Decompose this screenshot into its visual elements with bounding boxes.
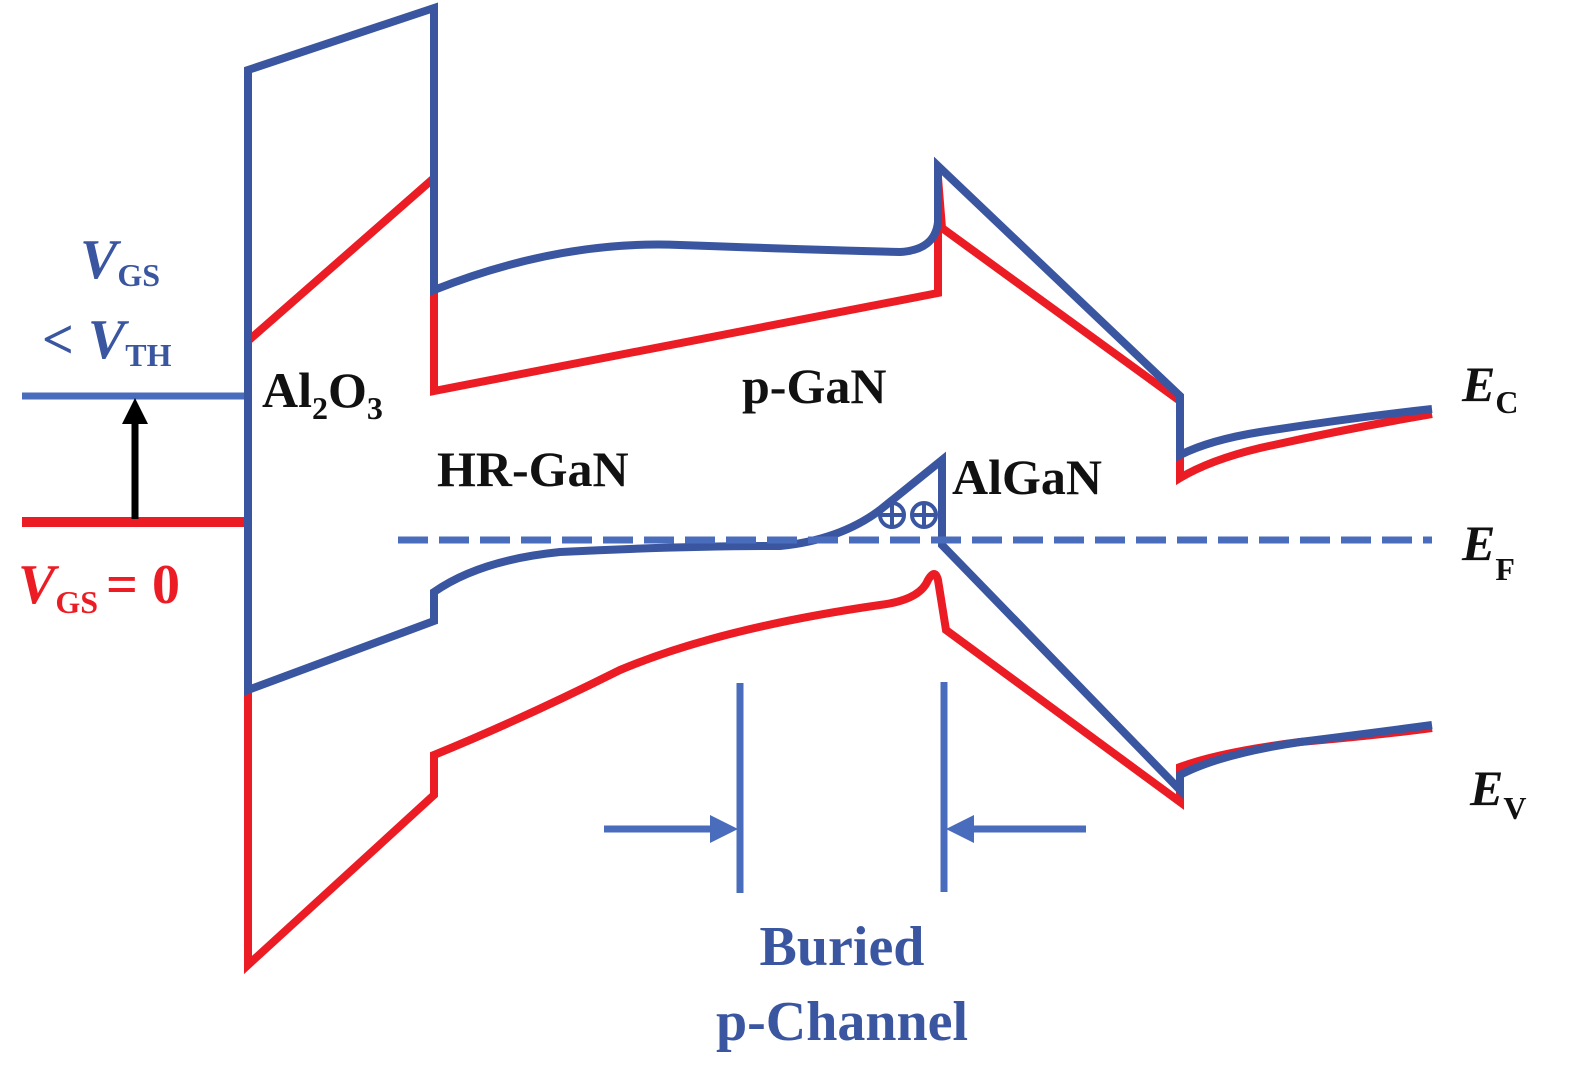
blue-ec (244, 2, 1433, 462)
label-ef: EF (1461, 515, 1515, 587)
buried-channel-label-line2: p-Channel (716, 991, 968, 1053)
hole-icon (878, 501, 906, 529)
buried-channel-label-line1: Buried (760, 916, 925, 978)
legend-blue-line1: VGS (80, 229, 160, 293)
arrow-right-icon (710, 815, 738, 843)
layer-label-p-gan: p-GaN (742, 358, 886, 414)
legend-blue-line2: < VTH (42, 309, 172, 373)
buried-channel-markers (604, 682, 1086, 893)
shift-arrow-icon (122, 398, 148, 519)
red-ec (245, 169, 1433, 486)
red-ev (244, 570, 1433, 975)
layer-label-hr-gan: HR-GaN (437, 441, 629, 497)
band-edges-vgs-zero (244, 169, 1433, 975)
label-ev: EV (1469, 760, 1526, 826)
arrow-left-icon (946, 815, 974, 843)
layer-label-al2o3: Al2O3 (262, 362, 383, 426)
legend-red: VGS= 0 (18, 554, 180, 620)
layer-label-algan: AlGaN (952, 449, 1102, 505)
hole-icon (910, 501, 938, 529)
blue-ev (244, 396, 1433, 800)
label-ec: EC (1461, 356, 1518, 420)
